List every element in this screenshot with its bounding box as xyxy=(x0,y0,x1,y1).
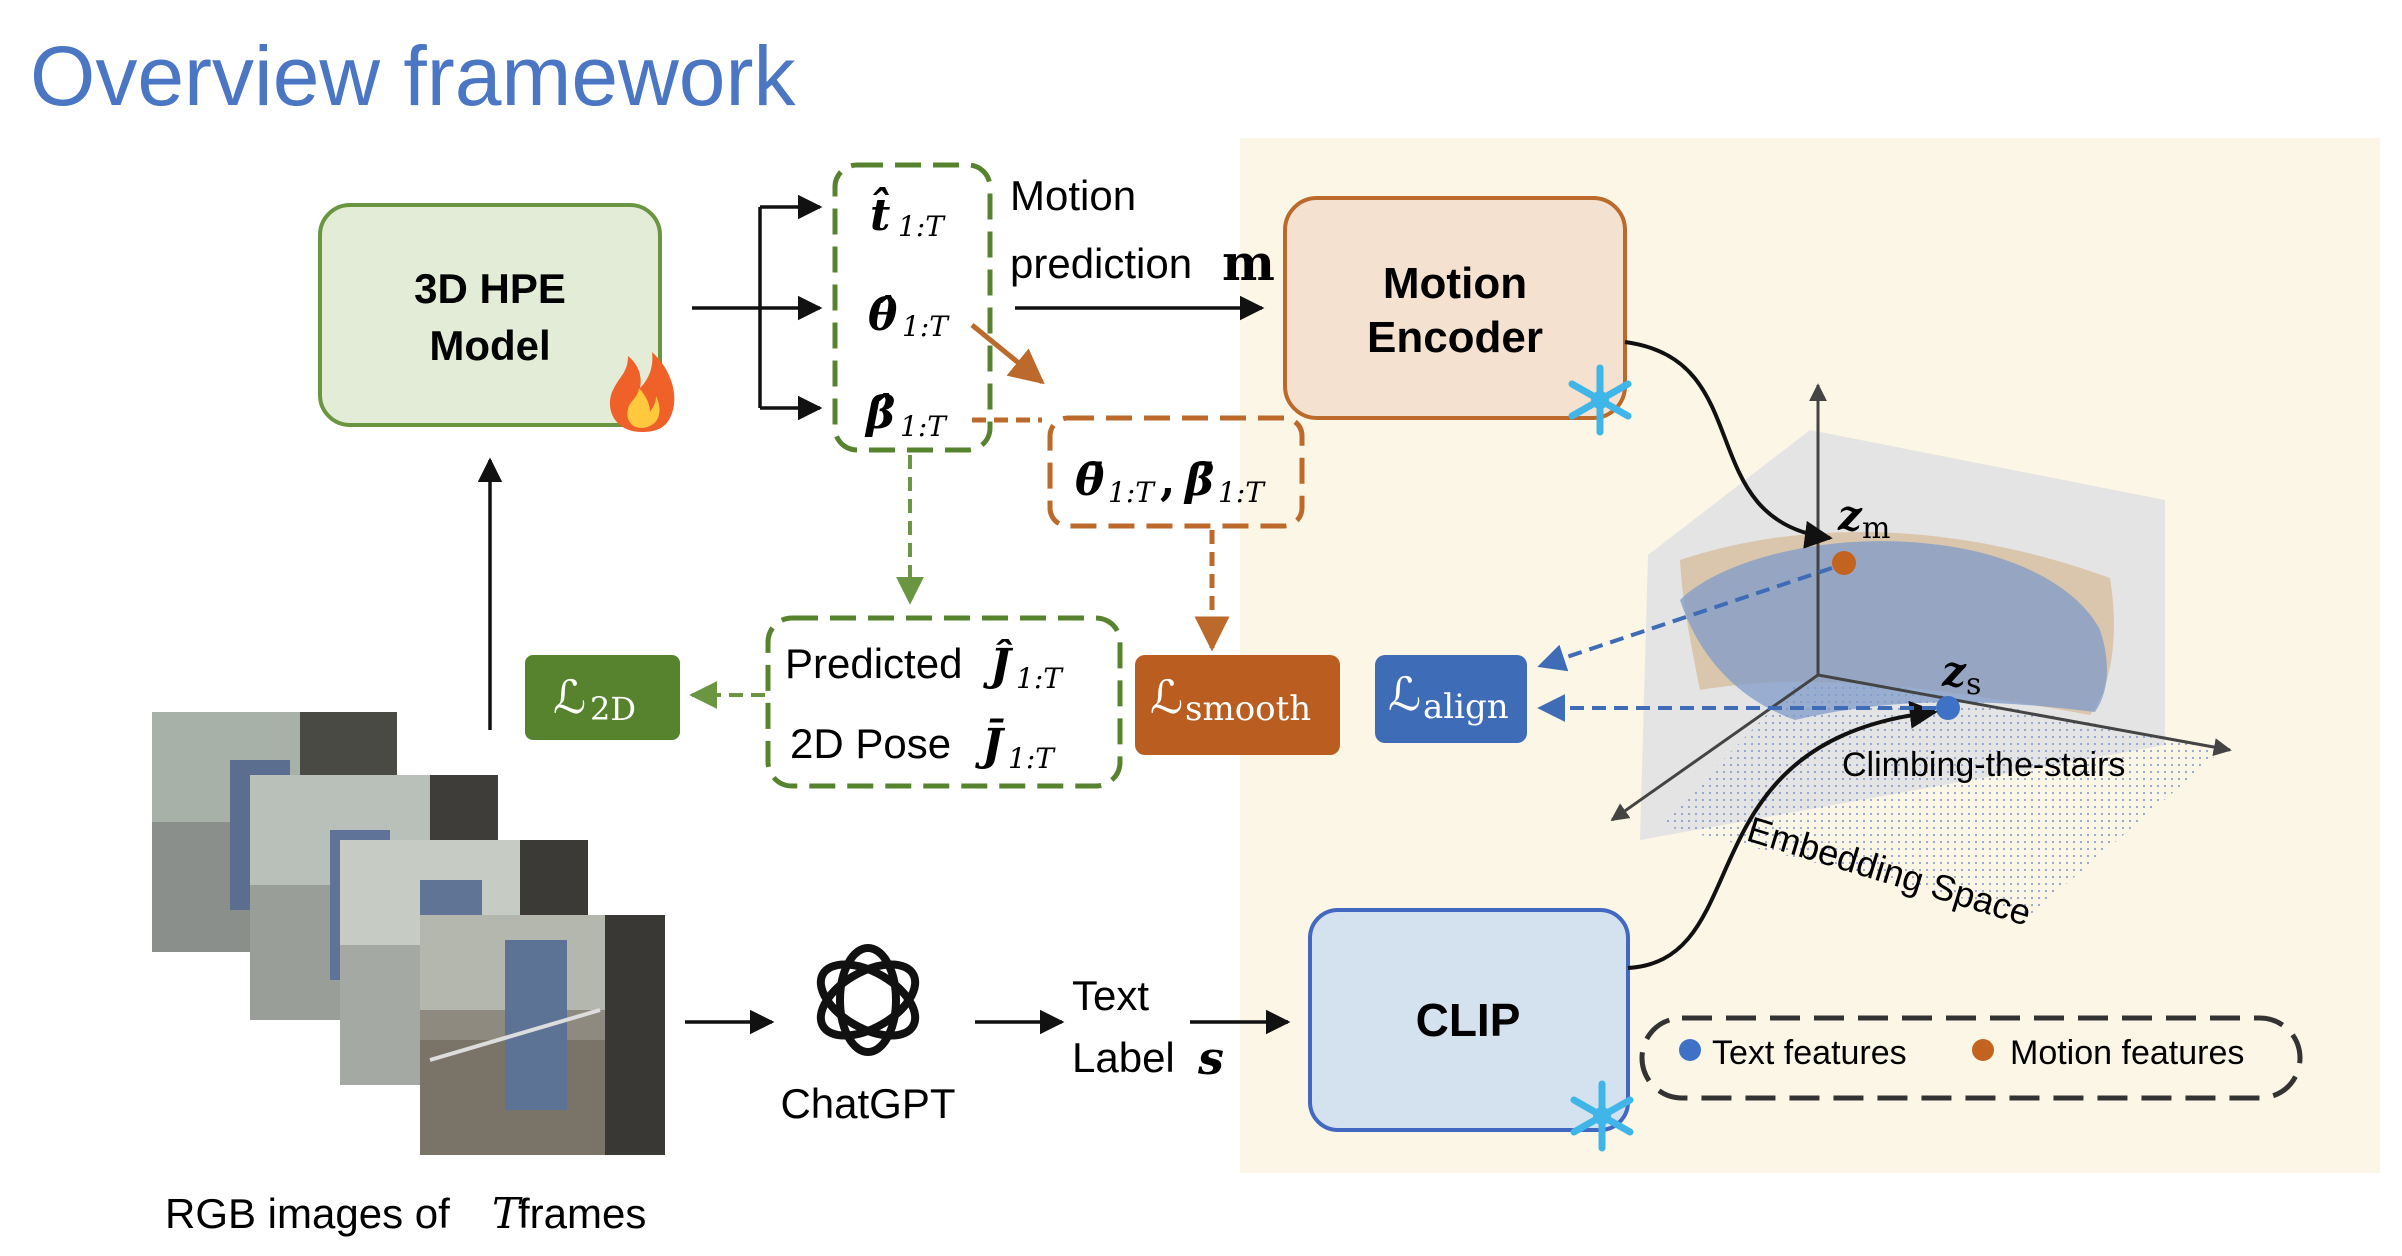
theta-bar-subscript: 1:T xyxy=(1108,476,1156,509)
legend: Text features Motion features xyxy=(1639,1015,2303,1101)
hpe-label-line2: Model xyxy=(429,322,550,369)
zm-symbol: z xyxy=(1837,491,1863,540)
t-hat-symbol: t̂ xyxy=(870,185,890,241)
zm-subscript: m xyxy=(1862,511,1890,546)
hpe-label-line1: 3D HPE xyxy=(414,265,566,312)
legend-text-dot xyxy=(1679,1039,1701,1061)
beta-hat-subscript: 1:T xyxy=(900,410,948,443)
motion-encoder-line1: Motion xyxy=(1383,259,1527,308)
rgb-image-stack xyxy=(152,712,665,1155)
theta-bar-symbol: θ̄ xyxy=(1075,455,1105,506)
j-bar-symbol: J̄ xyxy=(975,717,1006,771)
loss-smooth-subscript: smooth xyxy=(1185,689,1311,729)
text-label-symbol: s xyxy=(1197,1031,1224,1085)
beta-bar-symbol: β̄ xyxy=(1183,455,1214,506)
loss-align-badge: ℒ align xyxy=(1375,655,1527,743)
page-title: Overview framework xyxy=(30,29,796,123)
fire-icon xyxy=(609,352,675,432)
legend-text-features: Text features xyxy=(1712,1034,1907,1072)
pose-box-line2: 2D Pose xyxy=(790,720,951,767)
rgb-caption-var: T xyxy=(492,1189,523,1238)
loss-2d-symbol: ℒ xyxy=(553,670,586,724)
j-hat-symbol: Ĵ xyxy=(983,638,1014,691)
pose-box-line1: Predicted xyxy=(785,640,962,687)
j-hat-subscript: 1:T xyxy=(1016,662,1064,695)
motion-prediction-line1: Motion xyxy=(1010,172,1136,219)
snowflake-icon xyxy=(1568,364,1632,436)
clip-box: CLIP xyxy=(1308,908,1630,1132)
clip-to-zs-arrow xyxy=(1627,700,1938,970)
loss-smooth-badge: ℒ smooth xyxy=(1135,655,1340,755)
predicted-pose-box: Predicted Ĵ 1:T 2D Pose J̄ 1:T xyxy=(765,615,1123,789)
rgb-caption-prefix: RGB images of xyxy=(165,1190,450,1237)
motion-prediction-symbol: m xyxy=(1222,233,1275,292)
text-feature-point xyxy=(1936,696,1960,720)
hpe-output-arrows xyxy=(692,194,823,421)
motion-prediction-line2: prediction xyxy=(1010,240,1192,287)
zm-to-align-arrow xyxy=(1537,566,1833,672)
embedding-space-plot xyxy=(1610,383,2232,915)
loss-smooth-symbol: ℒ xyxy=(1150,670,1183,724)
t-hat-subscript: 1:T xyxy=(898,210,946,243)
smoothed-params-box: θ̄ 1:T , β̄ 1:T xyxy=(1047,415,1305,529)
motion-feature-point xyxy=(1832,551,1856,575)
motion-encoder-box: Motion Encoder xyxy=(1283,196,1627,420)
beta-hat-symbol: β̂ xyxy=(864,388,895,439)
rgb-caption-suffix: frames xyxy=(518,1190,646,1237)
loss-align-subscript: align xyxy=(1423,687,1509,727)
j-bar-subscript: 1:T xyxy=(1008,742,1056,775)
rgb-frame xyxy=(420,915,665,1155)
snowflake-icon xyxy=(1570,1080,1634,1152)
smoothed-separator: , xyxy=(1160,455,1175,506)
zs-subscript: s xyxy=(1966,667,1981,702)
hpe-model-box: 3D HPE Model xyxy=(318,203,662,427)
clip-label: CLIP xyxy=(1416,994,1521,1046)
text-label-line2: Label xyxy=(1072,1034,1175,1081)
motion-encoder-line2: Encoder xyxy=(1367,313,1543,362)
chatgpt-label: ChatGPT xyxy=(780,1080,955,1127)
text-label-line1: Text xyxy=(1072,972,1149,1019)
encoder-to-zm-arrow xyxy=(1624,340,1833,549)
theta-hat-subscript: 1:T xyxy=(902,310,950,343)
legend-motion-dot xyxy=(1972,1039,1994,1061)
legend-motion-features: Motion features xyxy=(2010,1034,2244,1072)
openai-logo-icon xyxy=(816,944,920,1056)
loss-align-symbol: ℒ xyxy=(1388,667,1421,721)
pose-outputs-box: t̂ 1:T θ̂ 1:T β̂ 1:T xyxy=(832,162,993,453)
embedding-point-label: Climbing-the-stairs xyxy=(1842,746,2125,784)
beta-bar-subscript: 1:T xyxy=(1218,476,1266,509)
theta-hat-symbol: θ̂ xyxy=(868,290,898,341)
loss-2d-badge: ℒ 2D xyxy=(525,655,680,740)
loss-2d-subscript: 2D xyxy=(590,690,636,728)
zs-symbol: z xyxy=(1941,647,1967,696)
smoothing-arrows xyxy=(970,323,1045,423)
